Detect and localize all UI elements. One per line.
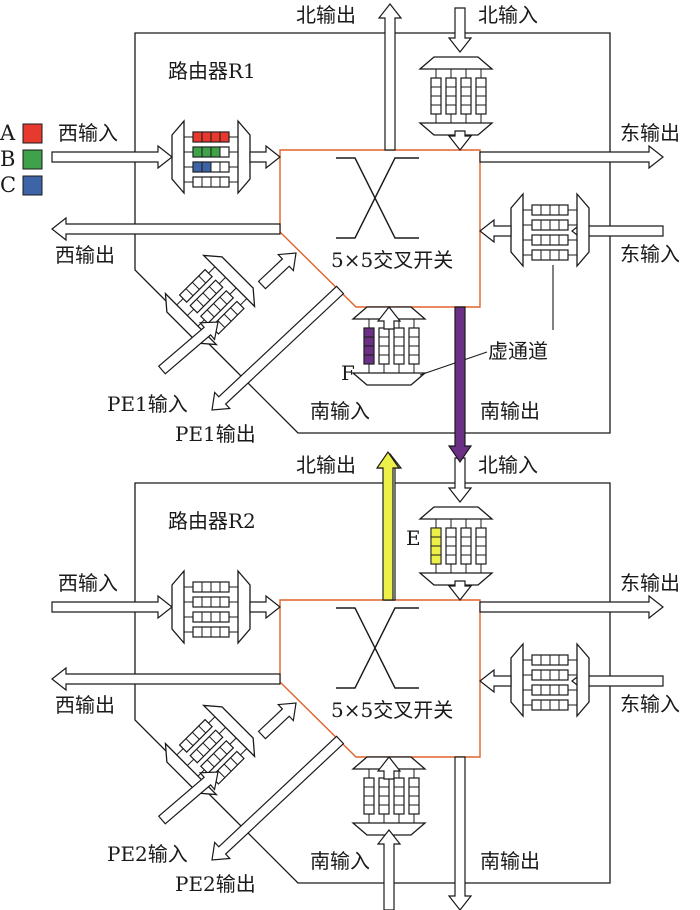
west-output-label: 西输出 (55, 243, 115, 267)
pe-input-label: PE1输入 (107, 392, 188, 416)
pe-output-label: PE1输出 (175, 422, 256, 446)
legend-item-a: A (0, 121, 43, 145)
crossbar-label: 5×5交叉开关 (331, 698, 453, 722)
flit-f (363, 336, 375, 347)
flit-e (430, 536, 442, 547)
flit-a (219, 131, 230, 143)
legend-swatch-b (22, 149, 43, 170)
router-title: 路由器R1 (168, 59, 256, 83)
router-title: 路由器R2 (168, 509, 256, 533)
flit-e (430, 527, 442, 538)
north-input-label: 北输入 (478, 453, 538, 477)
west-output-arrow (51, 216, 281, 242)
north-input-unit (420, 57, 492, 135)
south-to-crossbar-arrow (376, 756, 402, 780)
legend: A B C (0, 121, 43, 197)
north-input-arrow (447, 7, 473, 53)
pe-input-unit (157, 247, 263, 353)
flow-e-arrow (375, 450, 401, 601)
south-input-label: 南输入 (310, 399, 370, 423)
west-to-crossbar-arrow (249, 144, 281, 170)
east-input-unit (511, 194, 589, 266)
west-output-arrow (51, 666, 281, 692)
east-input-label: 东输入 (620, 692, 680, 716)
east-to-crossbar-arrow (479, 218, 512, 244)
south-input-label: 南输入 (310, 849, 370, 873)
legend-swatch-a (22, 123, 43, 144)
pe-input-arrow (157, 321, 219, 375)
south-output-label: 南输出 (480, 399, 540, 423)
east-output-label: 东输出 (620, 121, 680, 145)
legend-item-c: C (0, 173, 43, 197)
flit-a (192, 131, 203, 143)
vc-pointer (419, 351, 488, 376)
east-output-arrow (479, 594, 664, 620)
west-input-arrow (51, 594, 173, 620)
link-r2-to-r1 (375, 450, 401, 601)
flit-b (201, 146, 212, 158)
legend-label-a: A (0, 121, 16, 145)
west-input-label: 西输入 (58, 121, 118, 145)
pe-input-label: PE2输入 (107, 842, 188, 866)
crossbar-switch (279, 149, 481, 308)
flit-e (430, 545, 442, 556)
legend-label-c: C (0, 173, 16, 197)
crossbar-switch (279, 599, 481, 758)
north-output-label: 北输出 (296, 3, 356, 27)
pe-to-crossbar-arrow (257, 252, 297, 290)
south-input-arrow (376, 829, 402, 910)
pe-output-arrow (211, 285, 345, 411)
east-input-unit (511, 644, 589, 716)
west-input-unit (172, 571, 250, 643)
flit-c (192, 161, 203, 173)
east-output-label: 东输出 (620, 571, 680, 595)
legend-swatch-c (22, 175, 43, 196)
pe-input-arrow (157, 771, 219, 825)
north-input-label: 北输入 (478, 3, 538, 27)
flit-a (201, 131, 212, 143)
flit-b (210, 146, 221, 158)
east-input-label: 东输入 (620, 242, 680, 266)
legend-label-b: B (0, 147, 15, 171)
link-r1-to-r2 (447, 306, 473, 464)
pe-to-crossbar-arrow (257, 702, 297, 740)
pe-output-arrow (211, 735, 345, 861)
flit-f (363, 345, 375, 356)
north-output-label: 北输出 (296, 453, 356, 477)
west-to-crossbar-arrow (249, 594, 281, 620)
crossbar-icon (336, 157, 419, 239)
flit-b (192, 146, 203, 158)
flit-f (363, 327, 375, 338)
flow-f-arrow (447, 306, 473, 464)
south-output-label: 南输出 (480, 849, 540, 873)
south-output-arrow (447, 756, 473, 910)
router-boundary (134, 482, 611, 884)
east-to-crossbar-arrow (479, 668, 512, 694)
crossbar-icon (336, 607, 419, 689)
north-output-arrow (377, 3, 403, 151)
flit-a (210, 131, 221, 143)
pe-output-label: PE2输出 (175, 872, 256, 896)
virtual-channel-label: 虚通道 (488, 339, 548, 363)
flow-f-label: F (341, 361, 355, 385)
pe-input-unit (157, 697, 263, 803)
south-to-crossbar-arrow (376, 306, 402, 330)
router-boundary (134, 32, 611, 434)
north-to-crossbar-arrow (447, 130, 473, 151)
north-input-arrow (447, 457, 473, 503)
flit-c (201, 161, 212, 173)
north-to-crossbar-arrow (447, 580, 473, 601)
east-output-arrow (479, 144, 664, 170)
flow-e-label: E (406, 526, 421, 550)
west-input-label: 西输入 (58, 571, 118, 595)
crossbar-label: 5×5交叉开关 (331, 248, 453, 272)
flit-e (430, 554, 442, 565)
west-input-arrow (51, 144, 173, 170)
flit-f (363, 354, 375, 365)
west-output-label: 西输出 (55, 693, 115, 717)
legend-item-b: B (0, 147, 43, 171)
